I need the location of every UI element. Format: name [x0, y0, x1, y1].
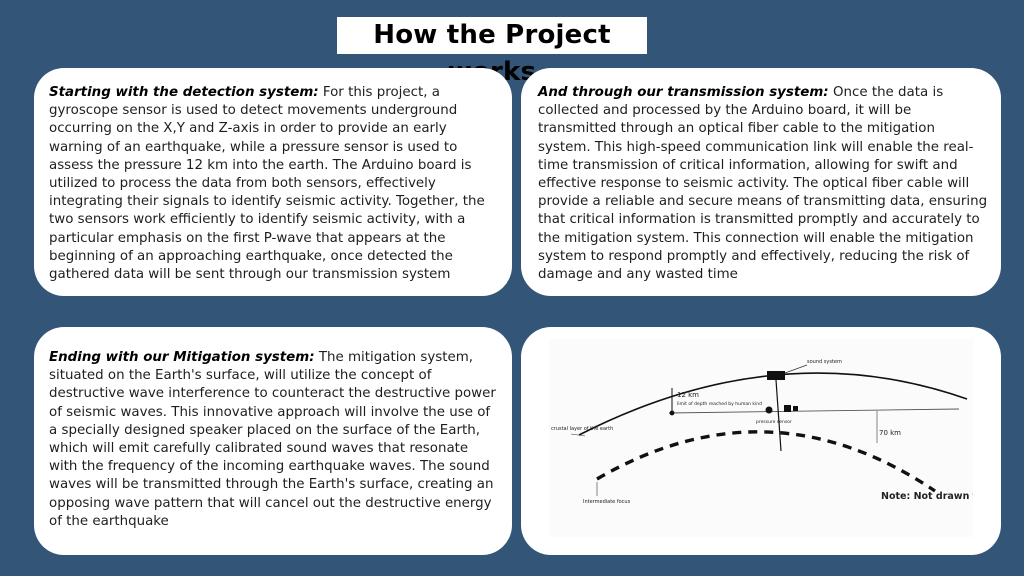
depth-label: 12 km — [677, 391, 699, 399]
sensor-icon — [765, 406, 773, 414]
fiber-cable-line — [775, 379, 782, 452]
transmission-card: And through our transmission system: Onc… — [521, 68, 1001, 296]
diagram-card: sound system 12 km limit of depth reache… — [521, 327, 1001, 555]
crust-label: crustal layer of the earth — [551, 426, 613, 432]
detection-card: Starting with the detection system: For … — [34, 68, 512, 296]
speaker-icon — [767, 371, 785, 380]
mitigation-heading: Ending with our Mitigation system: — [49, 350, 315, 365]
detection-body: For this project, a gyroscope sensor is … — [49, 85, 485, 283]
speaker-label: sound system — [807, 359, 842, 365]
depth-line — [668, 408, 960, 414]
transmission-heading: And through our transmission system: — [538, 85, 829, 100]
depth-note: limit of depth reached by human kind — [677, 401, 762, 407]
scale-note: Note: Not drawn to scale — [881, 491, 973, 502]
mitigation-card: Ending with our Mitigation system: The m… — [34, 327, 512, 555]
mitigation-paragraph: Ending with our Mitigation system: The m… — [49, 349, 500, 531]
depth-70km-label: 70 km — [879, 429, 901, 437]
page-title: How the Project works — [337, 17, 647, 87]
focus-dashed-arc — [596, 430, 936, 493]
transmission-paragraph: And through our transmission system: Onc… — [538, 84, 989, 284]
detection-paragraph: Starting with the detection system: For … — [49, 84, 500, 284]
sensor-label: pressure sensor — [756, 419, 792, 425]
focus-label: Intermediate focus — [583, 499, 631, 505]
earth-diagram: sound system 12 km limit of depth reache… — [551, 359, 1001, 505]
earth-surface-line — [578, 372, 968, 436]
mitigation-body: The mitigation system, situated on the E… — [49, 350, 496, 529]
earth-diagram-sketch: sound system 12 km limit of depth reache… — [549, 339, 1001, 537]
detection-heading: Starting with the detection system: — [49, 85, 319, 100]
transmission-body: Once the data is collected and processed… — [538, 85, 988, 283]
